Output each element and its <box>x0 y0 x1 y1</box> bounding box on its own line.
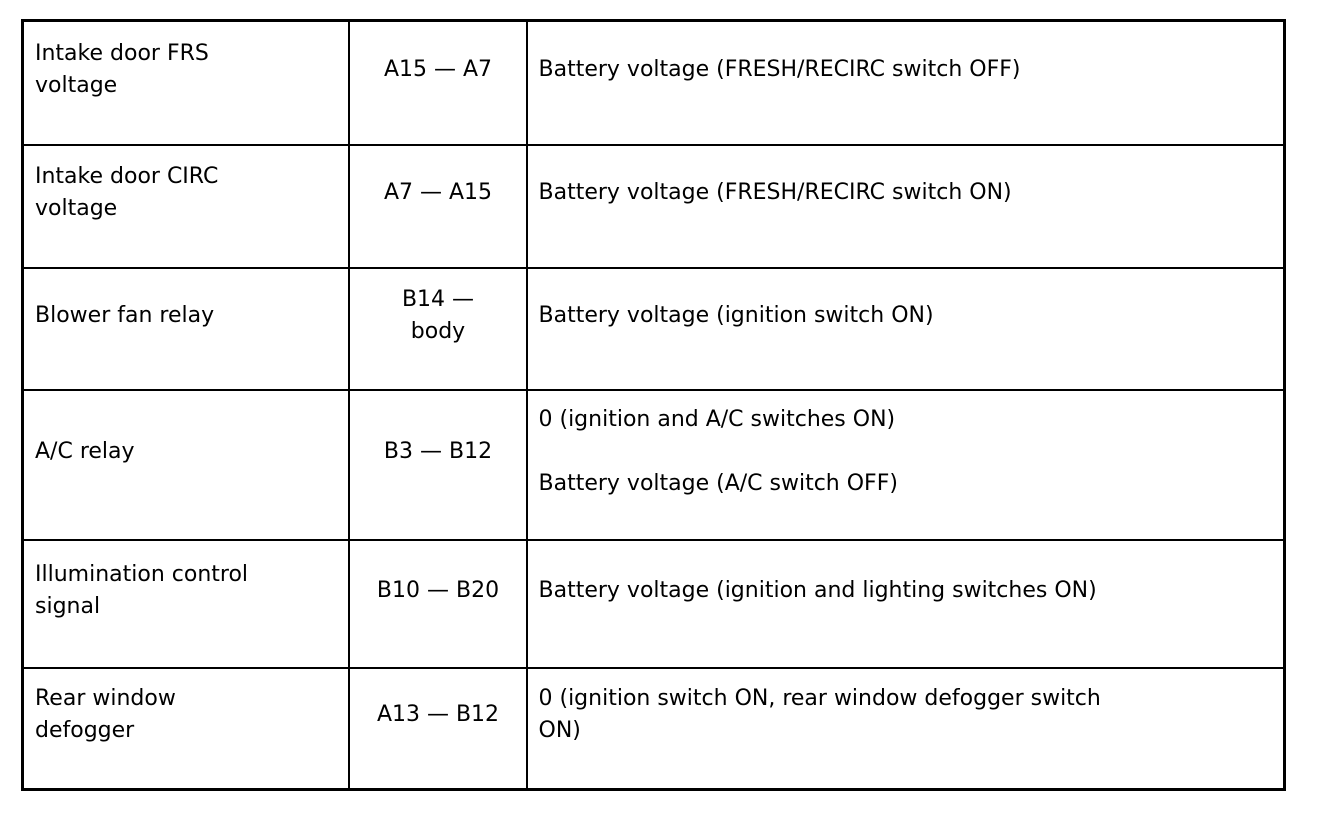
item-cell: Blower fan relay <box>21 266 350 391</box>
terminal-cell: A15 — A7 <box>347 19 528 146</box>
table-row: Rear window defogger A13 — B12 0 (igniti… <box>21 666 1286 791</box>
table-row: A/C relay B3 — B12 0 (ignition and A/C s… <box>21 388 1286 541</box>
table-row: Illumination control signal B10 — B20 Ba… <box>21 538 1286 669</box>
condition-cell: 0 (ignition switch ON, rear window defog… <box>525 666 1286 791</box>
condition-cell: Battery voltage (FRESH/RECIRC switch OFF… <box>525 19 1286 146</box>
item-cell: Intake door FRS voltage <box>21 19 350 146</box>
condition-cell: 0 (ignition and A/C switches ON) Battery… <box>525 388 1286 541</box>
item-cell: A/C relay <box>21 388 350 541</box>
condition-cell: Battery voltage (FRESH/RECIRC switch ON) <box>525 143 1286 269</box>
terminal-voltage-table: Intake door FRS voltage A15 — A7 Battery… <box>21 19 1286 791</box>
item-cell: Rear window defogger <box>21 666 350 791</box>
table-row: Blower fan relay B14 — body Battery volt… <box>21 266 1286 391</box>
item-cell: Intake door CIRC voltage <box>21 143 350 269</box>
terminal-cell: B10 — B20 <box>347 538 528 669</box>
terminal-cell: A13 — B12 <box>347 666 528 791</box>
condition-cell: Battery voltage (ignition switch ON) <box>525 266 1286 391</box>
table-row: Intake door CIRC voltage A7 — A15 Batter… <box>21 143 1286 269</box>
terminal-cell: B14 — body <box>347 266 528 391</box>
table-row: Intake door FRS voltage A15 — A7 Battery… <box>21 19 1286 146</box>
condition-cell: Battery voltage (ignition and lighting s… <box>525 538 1286 669</box>
terminal-cell: A7 — A15 <box>347 143 528 269</box>
terminal-cell: B3 — B12 <box>347 388 528 541</box>
item-cell: Illumination control signal <box>21 538 350 669</box>
